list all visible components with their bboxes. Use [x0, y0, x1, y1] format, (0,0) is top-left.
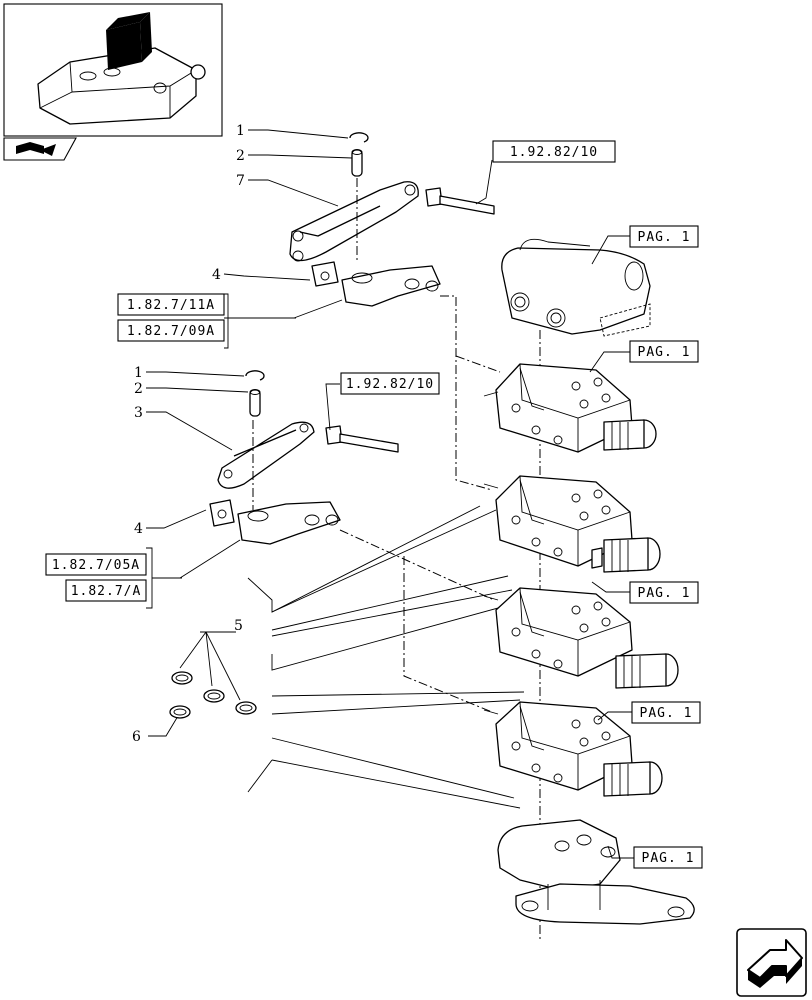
- callout-numbers: 1 2 7 4 1 2 3 4 5 6: [132, 123, 245, 745]
- valve-section-4[interactable]: [483, 701, 663, 797]
- svg-text:1.82.7/09A: 1.82.7/09A: [127, 324, 215, 339]
- svg-text:1.82.7/05A: 1.82.7/05A: [52, 558, 140, 573]
- o-ring-6[interactable]: [169, 705, 191, 719]
- ref-box-pag-1-d[interactable]: PAG. 1: [631, 701, 701, 724]
- ref-box-1-92-82-10-top[interactable]: 1.92.82/10: [492, 140, 616, 163]
- o-ring-5b[interactable]: [203, 689, 225, 703]
- callout-4-lower: 4: [134, 521, 143, 537]
- valve-end-cover[interactable]: [497, 819, 695, 925]
- book-arrow-tab[interactable]: [3, 137, 77, 161]
- linkage-bracket-lower[interactable]: [237, 501, 341, 545]
- svg-text:PAG. 1: PAG. 1: [638, 230, 691, 245]
- bolt-lower[interactable]: [325, 425, 399, 453]
- pin-lower[interactable]: [249, 389, 261, 417]
- assembly-thumbnail[interactable]: [3, 3, 223, 137]
- callout-2-upper: 2: [236, 148, 245, 164]
- callout-7: 7: [236, 173, 245, 189]
- callout-2-lower: 2: [134, 381, 143, 397]
- lever-7[interactable]: [289, 181, 419, 262]
- snap-ring-lower[interactable]: [245, 370, 265, 381]
- svg-text:PAG. 1: PAG. 1: [642, 851, 695, 866]
- svg-text:PAG. 1: PAG. 1: [638, 345, 691, 360]
- svg-text:PAG. 1: PAG. 1: [638, 586, 691, 601]
- callout-5: 5: [234, 618, 243, 634]
- next-page-arrow-icon: [747, 939, 803, 988]
- ref-box-1-82-7-05a[interactable]: 1.82.7/05A: [45, 553, 147, 576]
- valve-section-2[interactable]: [483, 475, 661, 573]
- o-rings: [169, 671, 257, 719]
- assembly-axes: [252, 178, 541, 940]
- lower-lever-assembly: [179, 370, 399, 579]
- valve-section-1[interactable]: [483, 363, 657, 453]
- ref-box-1-82-7-09a[interactable]: 1.82.7/09A: [117, 319, 225, 342]
- clevis-block-lower[interactable]: [209, 499, 235, 527]
- ref-box-1-82-7-11a[interactable]: 1.82.7/11A: [117, 293, 225, 316]
- svg-text:1.92.82/10: 1.92.82/10: [346, 377, 434, 392]
- clevis-block-upper[interactable]: [311, 261, 339, 287]
- svg-text:1.82.7/A: 1.82.7/A: [71, 584, 142, 599]
- upper-lever-assembly: [289, 132, 495, 319]
- o-ring-pointers: [247, 505, 525, 809]
- pin-upper[interactable]: [351, 149, 363, 177]
- pag-leaders: [152, 159, 634, 859]
- linkage-bracket-upper[interactable]: [341, 265, 441, 307]
- next-page-button[interactable]: [736, 928, 807, 997]
- ref-box-pag-1-b[interactable]: PAG. 1: [629, 340, 699, 363]
- callout-1-lower: 1: [134, 365, 143, 381]
- valve-inlet-cover[interactable]: [501, 238, 651, 337]
- ref-box-pag-1-a[interactable]: PAG. 1: [629, 225, 699, 248]
- callout-4-upper: 4: [212, 267, 221, 283]
- hydraulic-lift-assembly-icon: [37, 12, 206, 125]
- ref-box-pag-1-e[interactable]: PAG. 1: [633, 846, 703, 869]
- book-arrow-icon: [16, 142, 56, 156]
- reference-boxes: 1.92.82/10 1.82.7/11A 1.82.7/09A 1.92.82…: [45, 140, 703, 869]
- svg-text:1.82.7/11A: 1.82.7/11A: [127, 298, 215, 313]
- ref-box-1-82-7-a[interactable]: 1.82.7/A: [65, 579, 147, 602]
- ref-box-1-92-82-10-mid[interactable]: 1.92.82/10: [340, 372, 440, 395]
- callout-1-upper: 1: [236, 123, 245, 139]
- svg-text:1.92.82/10: 1.92.82/10: [510, 145, 598, 160]
- svg-text:PAG. 1: PAG. 1: [640, 706, 693, 721]
- valve-section-3[interactable]: [483, 587, 679, 689]
- callout-6: 6: [132, 729, 141, 745]
- snap-ring-upper[interactable]: [349, 132, 369, 143]
- callout-leaders: [146, 129, 353, 737]
- lever-3[interactable]: [217, 421, 315, 489]
- callout-3: 3: [134, 405, 143, 421]
- ref-box-pag-1-c[interactable]: PAG. 1: [629, 581, 699, 604]
- o-ring-5c[interactable]: [235, 701, 257, 715]
- o-ring-5a[interactable]: [171, 671, 193, 685]
- bolt-upper[interactable]: [425, 187, 495, 215]
